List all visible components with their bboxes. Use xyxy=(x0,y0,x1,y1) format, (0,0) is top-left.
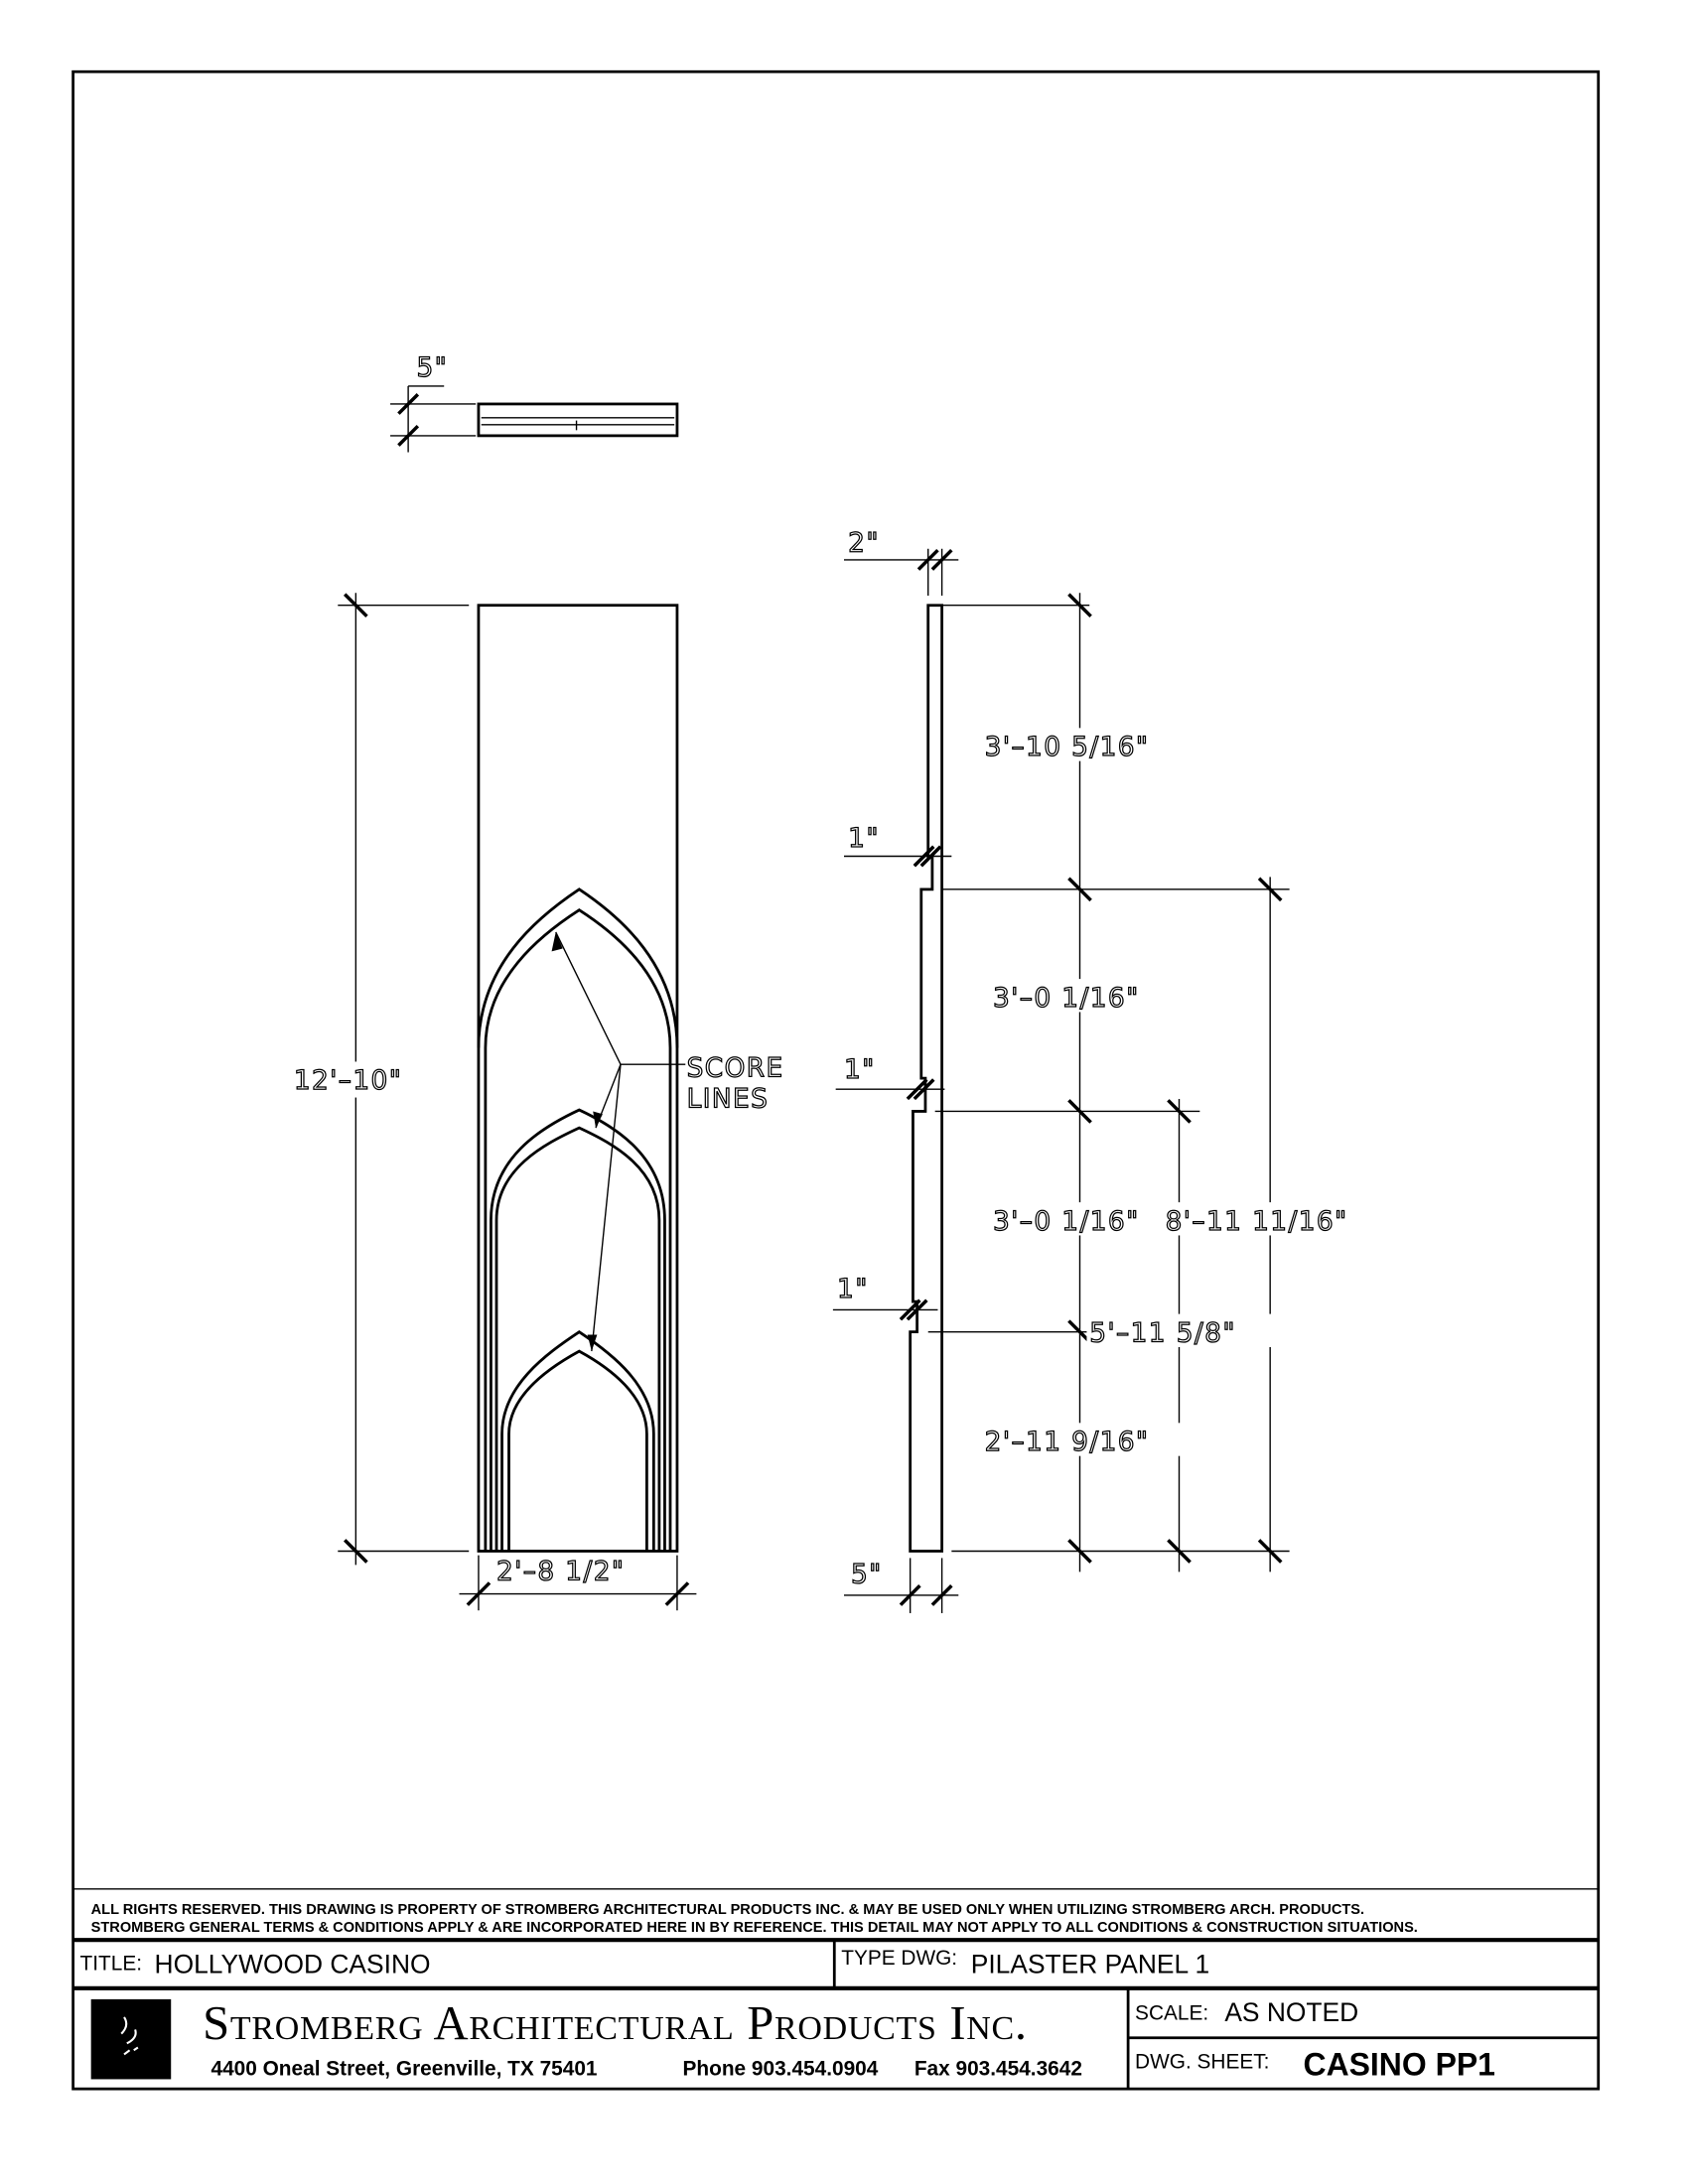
company-phone: Phone 903.454.0904 xyxy=(683,2057,879,2080)
sheet-value: CASINO PP1 xyxy=(1304,2046,1495,2082)
overall-height-dimension: 12'–10" xyxy=(294,1066,402,1096)
side-profile: 2" 1" 1" 1" 5" 3 xyxy=(832,528,1377,1613)
title-label: TITLE: xyxy=(80,1953,142,1976)
score-lines-label-1: SCORE xyxy=(687,1054,784,1084)
rights-notice-1: ALL RIGHTS RESERVED. THIS DRAWING IS PRO… xyxy=(91,1902,1364,1918)
company-address: 4400 Oneal Street, Greenville, TX 75401 xyxy=(211,2057,598,2080)
segment-3-dimension: 3'–0 1/16" xyxy=(993,1207,1140,1237)
segment-2-dimension: 3'–0 1/16" xyxy=(993,984,1140,1014)
sheet-border xyxy=(71,69,1601,2091)
rights-notice-2: STROMBERG GENERAL TERMS & CONDITIONS APP… xyxy=(91,1920,1418,1936)
scale-label: SCALE: xyxy=(1135,2002,1208,2025)
step-1-dimension: 1" xyxy=(848,824,880,854)
plan-depth-dimension: 5" xyxy=(416,353,448,383)
company-name: Stromberg Architectural Products Inc. xyxy=(203,1996,1028,2050)
plan-view: 5" xyxy=(390,353,679,453)
segment-4-dimension: 2'–11 9/16" xyxy=(985,1428,1150,1457)
mid-dimension: 5'–11 5/8" xyxy=(1089,1318,1236,1348)
type-dwg-label: TYPE DWG: xyxy=(841,1947,957,1970)
company-fax: Fax 903.454.3642 xyxy=(914,2057,1082,2080)
top-thickness-dimension: 2" xyxy=(848,529,880,559)
company-logo xyxy=(90,1998,172,2080)
long-dimension: 8'–11 11/16" xyxy=(1166,1207,1348,1237)
overall-width-dimension: 2'–8 1/2" xyxy=(496,1558,625,1587)
segment-1-dimension: 3'–10 5/16" xyxy=(985,733,1150,762)
panel-elevation: SCORE LINES 12'–10" 2'–8 1/2" xyxy=(286,593,784,1611)
step-2-dimension: 1" xyxy=(844,1055,876,1085)
score-lines-label-2: LINES xyxy=(687,1084,770,1114)
title-value: HOLLYWOOD CASINO xyxy=(155,1950,431,1979)
step-3-dimension: 1" xyxy=(837,1275,869,1304)
bottom-thickness-dimension: 5" xyxy=(851,1560,883,1589)
title-block: ALL RIGHTS RESERVED. THIS DRAWING IS PRO… xyxy=(72,1888,1599,2090)
type-dwg-value: PILASTER PANEL 1 xyxy=(971,1950,1209,1979)
scale-value: AS NOTED xyxy=(1224,1997,1358,2027)
sheet-label: DWG. SHEET: xyxy=(1135,2050,1269,2073)
